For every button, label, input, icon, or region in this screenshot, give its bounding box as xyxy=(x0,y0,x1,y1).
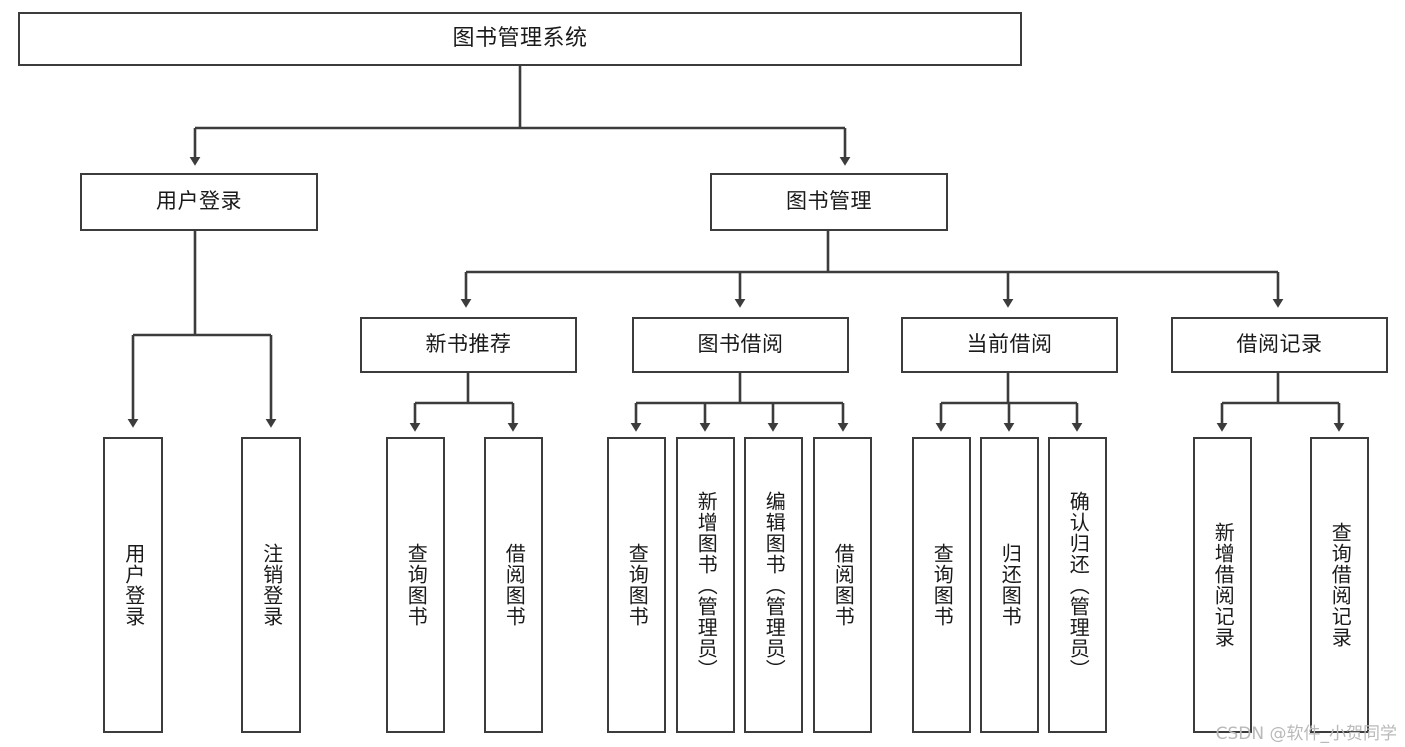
node-leaf-query-book-recommend[interactable]: 查询图书 xyxy=(386,437,445,733)
node-label: 新增借阅记录 xyxy=(1211,522,1236,648)
node-user-login[interactable]: 用户登录 xyxy=(80,173,318,231)
node-borrow-record[interactable]: 借阅记录 xyxy=(1171,317,1388,373)
node-leaf-user-login[interactable]: 用户登录 xyxy=(103,437,163,733)
node-label: 图书管理系统 xyxy=(452,25,588,51)
node-leaf-query-book-borrow[interactable]: 查询图书 xyxy=(607,437,666,733)
node-leaf-add-book-admin[interactable]: 新增图书（管理员） xyxy=(676,437,735,733)
node-label: 用户登录 xyxy=(121,543,146,627)
node-label: 注销登录 xyxy=(259,543,284,627)
node-leaf-logout-login[interactable]: 注销登录 xyxy=(241,437,301,733)
watermark-text: CSDN @软件_小贺同学 xyxy=(1215,724,1397,744)
node-label: 借阅图书 xyxy=(831,543,856,627)
node-label: 查询图书 xyxy=(404,543,429,627)
node-book-management[interactable]: 图书管理 xyxy=(710,173,948,231)
node-leaf-add-borrow-record[interactable]: 新增借阅记录 xyxy=(1193,437,1252,733)
node-label: 编辑图书（管理员） xyxy=(762,490,787,680)
node-label: 当前借阅 xyxy=(966,332,1053,357)
node-label: 归还图书 xyxy=(998,543,1023,627)
node-label: 新书推荐 xyxy=(425,332,512,357)
node-label: 新增图书（管理员） xyxy=(694,490,719,680)
node-current-borrow[interactable]: 当前借阅 xyxy=(901,317,1118,373)
node-root-book-management-system[interactable]: 图书管理系统 xyxy=(18,12,1022,66)
node-label: 查询借阅记录 xyxy=(1328,522,1353,648)
node-leaf-query-book-current[interactable]: 查询图书 xyxy=(912,437,971,733)
node-label: 借阅图书 xyxy=(502,543,527,627)
node-new-book-recommend[interactable]: 新书推荐 xyxy=(360,317,577,373)
node-label: 借阅记录 xyxy=(1236,332,1323,357)
node-leaf-borrow-book-recommend[interactable]: 借阅图书 xyxy=(484,437,543,733)
node-leaf-return-book[interactable]: 归还图书 xyxy=(980,437,1039,733)
node-label: 用户登录 xyxy=(156,189,242,214)
node-label: 图书管理 xyxy=(786,189,872,214)
node-leaf-borrow-book-borrow[interactable]: 借阅图书 xyxy=(813,437,872,733)
node-leaf-query-borrow-record[interactable]: 查询借阅记录 xyxy=(1310,437,1369,733)
node-book-borrow[interactable]: 图书借阅 xyxy=(632,317,849,373)
node-leaf-edit-book-admin[interactable]: 编辑图书（管理员） xyxy=(744,437,803,733)
node-leaf-confirm-return-admin[interactable]: 确认归还（管理员） xyxy=(1048,437,1107,733)
node-label: 确认归还（管理员） xyxy=(1066,490,1091,680)
node-label: 查询图书 xyxy=(930,543,955,627)
node-label: 查询图书 xyxy=(625,543,650,627)
node-label: 图书借阅 xyxy=(697,332,784,357)
